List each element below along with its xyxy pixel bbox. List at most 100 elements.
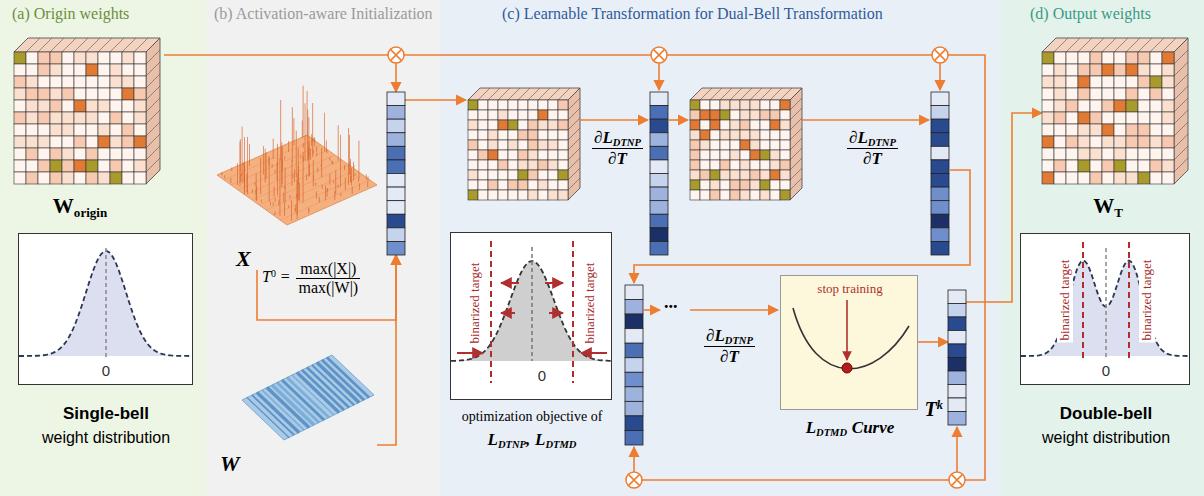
scale-vector: Tk	[948, 290, 966, 425]
vector-cell	[650, 92, 668, 106]
vector-cell	[387, 201, 405, 215]
plot-heading: Single-bell	[63, 404, 149, 423]
matrix-cell	[750, 150, 760, 160]
activation-spike	[315, 183, 316, 186]
heatmap-surface	[217, 135, 377, 225]
matrix-cell	[1042, 112, 1054, 124]
matrix-cell	[690, 120, 700, 130]
matrix-cell	[1066, 52, 1078, 64]
vector-cell	[650, 106, 668, 120]
matrix-cell	[690, 140, 700, 150]
matrix-cell	[1042, 88, 1054, 100]
matrix-cell	[110, 76, 122, 88]
gradient-label: ∂LDTNP∂T	[590, 128, 643, 169]
activation-spike	[295, 205, 296, 212]
vector-cell	[931, 119, 949, 133]
matrix-cell	[62, 136, 74, 148]
activation-spike	[246, 174, 247, 193]
matrix-cell	[122, 88, 134, 100]
matrix-top-face	[14, 38, 160, 52]
activation-spike	[244, 163, 245, 183]
activation-spike	[308, 142, 309, 156]
weight-stripe	[322, 360, 364, 400]
matrix-cell	[1090, 148, 1102, 160]
activation-spike	[338, 185, 339, 188]
matrix-cell	[1114, 88, 1126, 100]
matrix-cell	[548, 150, 558, 160]
activation-spike	[359, 183, 360, 190]
matrix-cell	[62, 64, 74, 76]
activation-spike	[314, 138, 315, 142]
target-line	[490, 241, 492, 383]
matrix-cell	[528, 100, 538, 110]
activation-spike	[281, 142, 282, 187]
vector-label: T	[925, 398, 937, 420]
activation-spike	[321, 164, 322, 167]
activation-spike	[249, 144, 250, 166]
matrix-cell	[1078, 64, 1090, 76]
matrix-cell	[1054, 160, 1066, 172]
activation-spike	[275, 211, 276, 215]
matrix-edge-line	[62, 38, 76, 52]
matrix-cell	[1126, 148, 1138, 160]
matrix-edge-line	[770, 88, 782, 100]
activation-spike	[307, 91, 308, 137]
matrix-cell	[1090, 100, 1102, 112]
matrix-cell	[548, 130, 558, 140]
matrix-cell	[538, 150, 548, 160]
matrix-cell	[38, 136, 50, 148]
matrix-cell	[740, 190, 750, 200]
activation-heatmap-art	[212, 80, 377, 270]
activation-spike	[244, 137, 245, 195]
matrix-cell	[700, 140, 710, 150]
matrix-cell	[110, 52, 122, 64]
matrix-cell	[750, 180, 760, 190]
matrix-cell	[558, 110, 568, 120]
vector-cell	[931, 133, 949, 147]
matrix-cell	[710, 180, 720, 190]
matrix-cell	[498, 110, 508, 120]
variable-label: W	[220, 451, 240, 476]
matrix-cell	[690, 180, 700, 190]
matrix-cell	[498, 120, 508, 130]
activation-spike	[299, 183, 300, 202]
vector-cell	[387, 106, 405, 120]
target-line	[1082, 242, 1084, 360]
matrix-cell	[548, 160, 558, 170]
wire-arrow	[658, 63, 660, 90]
matrix-cell	[26, 112, 38, 124]
activation-spike	[303, 86, 304, 138]
matrix-cell	[518, 150, 528, 160]
matrix-cell	[26, 136, 38, 148]
matrix-cell	[730, 150, 740, 160]
matrix-cell	[1078, 52, 1090, 64]
matrix-cell	[518, 100, 528, 110]
panel-ground	[440, 0, 1000, 496]
matrix-cell	[468, 170, 478, 180]
flow-arrow	[668, 119, 688, 121]
matrix-edge-line	[498, 88, 510, 100]
activation-spike	[344, 165, 345, 170]
scale-vector-art	[948, 290, 966, 425]
matrix-cell	[1162, 136, 1174, 148]
activation-spike	[272, 164, 273, 167]
matrix-edge-line	[558, 88, 570, 100]
activation-spike	[237, 163, 238, 185]
activation-spike	[306, 174, 307, 180]
scale-vector: T0=max(|X|)max(|W|)	[387, 92, 405, 255]
target-label: binarized target	[467, 263, 482, 344]
activation-spike	[298, 148, 299, 185]
matrix-cell	[760, 130, 770, 140]
matrix-cell	[1042, 160, 1054, 172]
weight-matrix: Worigin	[14, 38, 164, 188]
activation-spike	[319, 197, 320, 203]
weight-wire	[396, 55, 985, 480]
matrix-cell	[538, 130, 548, 140]
matrix-edge-line	[488, 88, 500, 100]
activation-spike	[239, 142, 240, 187]
activation-spike	[329, 174, 330, 185]
matrix-edge-line	[790, 168, 802, 180]
matrix-cell	[1102, 100, 1114, 112]
matrix-edge-line	[146, 146, 160, 160]
matrix-cell	[134, 160, 146, 172]
